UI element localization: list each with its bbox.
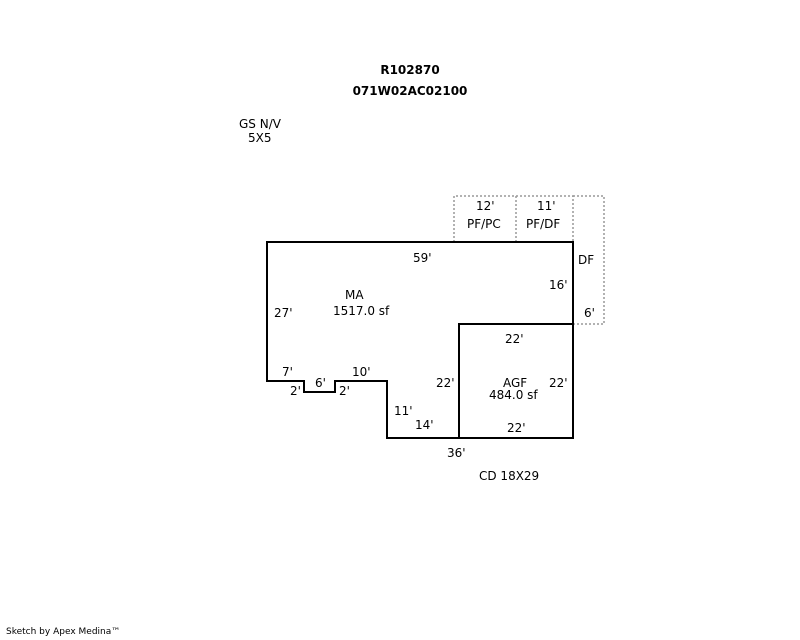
dim-agf-top: 22' [505, 332, 524, 346]
df-dim: 6' [584, 306, 595, 320]
ma-area: 1517.0 sf [333, 304, 390, 318]
dim-top: 59' [413, 251, 432, 265]
gs-label: GS N/V [239, 117, 282, 131]
cd-label: CD 18X29 [479, 469, 539, 483]
sketch-credit: Sketch by Apex Medina™ [6, 627, 121, 637]
dim-notch-h: 14' [415, 418, 434, 432]
ma-code: MA [345, 288, 364, 302]
dim-step-d: 2' [339, 384, 350, 398]
dim-notch-v: 11' [394, 404, 413, 418]
agf-code: AGF [503, 376, 527, 390]
pf-pc-label: PF/PC [467, 217, 501, 231]
dim-step-b: 2' [290, 384, 301, 398]
pf-pc-outline [453, 195, 517, 242]
map-number: 071W02AC02100 [352, 84, 468, 98]
dim-step-e: 10' [352, 365, 371, 379]
ma-outline [266, 241, 574, 439]
dim-bottom: 36' [447, 446, 466, 460]
pf-pc-dim: 12' [476, 199, 495, 213]
dim-step-c: 6' [315, 376, 326, 390]
pf-df-label: PF/DF [526, 217, 560, 231]
pf-df-dim: 11' [537, 199, 556, 213]
agf-outline [458, 323, 574, 439]
df-label: DF [578, 253, 594, 267]
dim-agf-right: 22' [549, 376, 568, 390]
dim-step-a: 7' [282, 365, 293, 379]
dim-right-upper: 16' [549, 278, 568, 292]
agf-area: 484.0 sf [489, 388, 538, 402]
dim-left: 27' [274, 306, 293, 320]
dim-agf-left: 22' [436, 376, 455, 390]
gs-size: 5X5 [248, 131, 272, 145]
dotted-areas [453, 195, 605, 325]
dim-agf-bottom: 22' [507, 421, 526, 435]
account-number: R102870 [380, 63, 440, 77]
